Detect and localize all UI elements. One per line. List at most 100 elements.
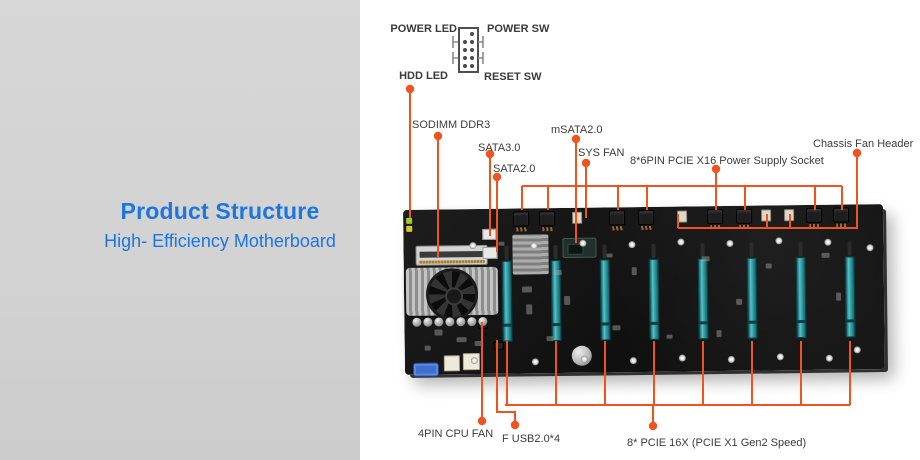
screw-hole — [853, 346, 861, 354]
pcie-x16-slot — [844, 256, 856, 338]
pcie-power-socket — [539, 211, 556, 227]
pin-dot — [470, 32, 475, 36]
smd-chip — [526, 304, 533, 315]
sata2-label: SATA2.0 — [493, 163, 536, 175]
smd-chip — [521, 286, 533, 293]
pcie-x16-slot — [795, 257, 807, 339]
smd-chip — [821, 252, 830, 258]
socket-pins — [809, 223, 821, 228]
pcie-power-socket — [736, 208, 753, 224]
screw-hole — [776, 353, 784, 361]
capacitor — [445, 317, 455, 327]
pcie-power-socket — [833, 207, 850, 223]
smd-chip — [546, 336, 554, 342]
fan-header — [677, 210, 688, 223]
capacitor — [434, 317, 444, 327]
pcie-x16-slot — [746, 257, 758, 339]
slot-latch — [847, 241, 852, 256]
msata-label: mSATA2.0 — [551, 124, 603, 136]
front-panel-header-graphic — [458, 27, 479, 73]
screw-hole — [579, 239, 587, 247]
pin-dot — [462, 40, 467, 44]
hdd-led-label: HDD LED — [399, 70, 448, 82]
chipset-heatsink — [512, 234, 549, 275]
io-port — [443, 355, 460, 372]
smd-chip — [564, 295, 571, 305]
pcie-x16-slot — [501, 260, 513, 342]
screw-hole — [866, 244, 874, 252]
smd-chip — [424, 345, 431, 351]
screw-hole — [824, 238, 832, 246]
slot-latch — [553, 245, 558, 260]
socket-pins — [516, 227, 528, 232]
chassis-fan-label: Chassis Fan Header — [813, 138, 914, 150]
fan-header — [784, 209, 795, 222]
pin-dot — [470, 56, 475, 60]
sys-fan-label: SYS FAN — [578, 147, 625, 159]
vga-port — [412, 362, 440, 377]
fan-header — [761, 209, 772, 222]
screw-hole — [530, 242, 538, 250]
screw-hole — [727, 355, 735, 363]
smd-chip — [631, 267, 637, 276]
smd-chip — [836, 292, 842, 301]
screw-hole — [825, 354, 833, 362]
slot-latch — [700, 243, 705, 258]
smd-chip — [736, 298, 743, 305]
capacitor — [478, 316, 488, 327]
socket-pins — [542, 227, 554, 232]
left-panel: Product Structure High- Efficiency Mothe… — [0, 0, 360, 460]
sodimm-label: SODIMM DDR3 — [412, 119, 491, 131]
pin-dot — [470, 48, 475, 52]
title-block: Product Structure High- Efficiency Mothe… — [88, 196, 352, 253]
socket-pins — [739, 224, 751, 229]
pcie-x16-slot — [697, 258, 709, 340]
screw-hole — [678, 354, 686, 362]
slot-latch — [651, 243, 656, 258]
screw-hole — [580, 355, 588, 363]
smd-chip — [701, 256, 710, 262]
power-led-label: POWER LED — [390, 23, 457, 35]
pcie-power-socket — [513, 211, 530, 227]
sata3-label: SATA3.0 — [478, 142, 521, 154]
pcie-power-socket — [707, 209, 724, 225]
page-title: Product Structure — [120, 198, 320, 224]
reset-sw-label: RESET SW — [484, 71, 542, 83]
psu-socket-label: 8*6PIN PCIE X16 Power Supply Socket — [630, 155, 824, 167]
pin-dot — [462, 48, 467, 52]
cpu-fan-label: 4PIN CPU FAN — [418, 428, 494, 440]
smd-chip — [666, 334, 673, 339]
smd-chip — [606, 253, 613, 258]
pcie-power-socket — [638, 209, 655, 226]
sodimm-slot — [415, 244, 488, 266]
sata2-connector — [482, 246, 498, 259]
smd-chip — [716, 330, 722, 338]
motherboard-image — [403, 204, 885, 377]
pcie-x16-slot — [599, 259, 611, 341]
smd-chip — [456, 337, 467, 343]
socket-pins — [710, 225, 722, 230]
pcie-power-socket — [806, 207, 823, 224]
pin-dot — [470, 40, 475, 44]
socket-pins — [641, 225, 653, 231]
smd-chip — [434, 329, 443, 336]
screw-hole — [677, 238, 685, 246]
screw-hole — [726, 239, 734, 247]
smd-chip — [498, 241, 505, 246]
socket-pins — [836, 223, 848, 228]
socket-pins — [612, 226, 624, 231]
smd-chip — [474, 340, 483, 347]
screw-hole — [531, 358, 539, 366]
power-sw-label: POWER SW — [487, 23, 550, 35]
smd-chip — [553, 270, 562, 276]
screw-hole — [629, 357, 637, 365]
page-subtitle: High- Efficiency Motherboard — [104, 231, 336, 251]
pcie-x16-slot — [648, 258, 660, 340]
smd-chip — [612, 325, 621, 331]
slot-latch — [798, 242, 803, 257]
capacitor — [423, 317, 433, 327]
fan-header — [572, 211, 583, 224]
pcie-slots-label: 8* PCIE 16X (PCIE X1 Gen2 Speed) — [627, 437, 807, 449]
usb-header — [493, 341, 504, 350]
